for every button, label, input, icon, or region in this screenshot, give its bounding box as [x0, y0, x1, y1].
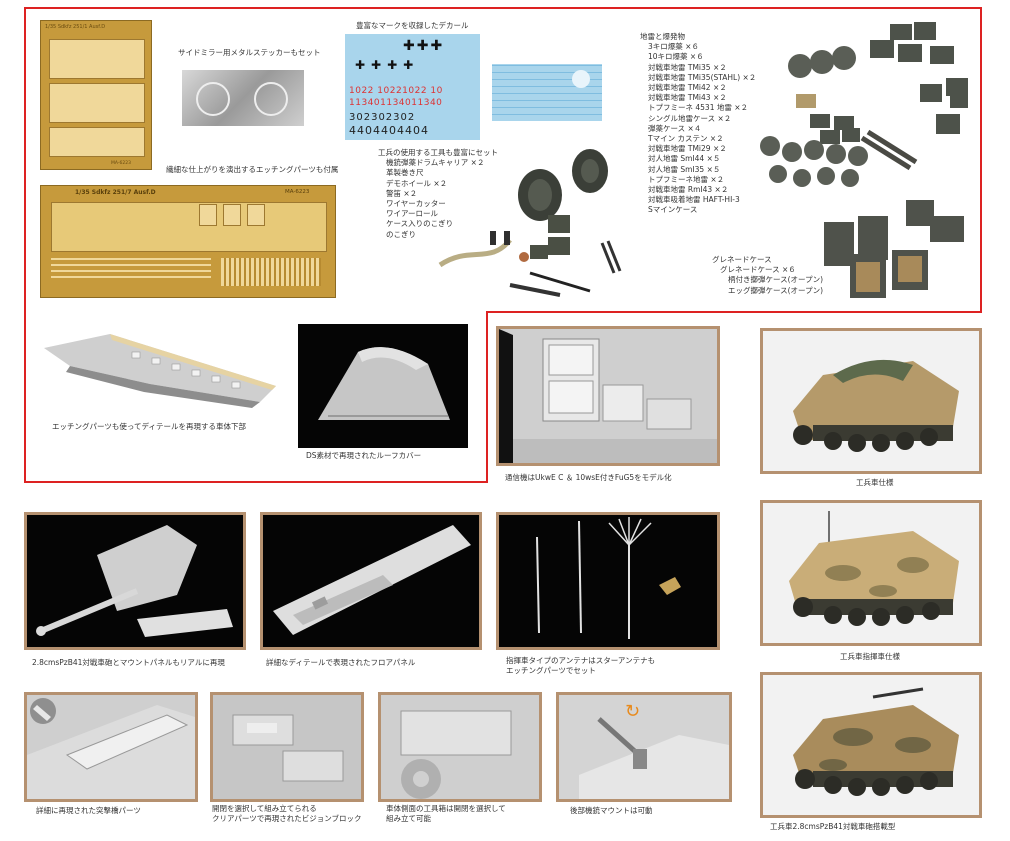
- roof-cover-image: [298, 324, 468, 448]
- vision-block-image: [210, 692, 364, 802]
- toolbox-caption-line: 車体側面の工具箱は開閉を選択して: [386, 804, 506, 813]
- decal-row-3: 302302302: [349, 112, 416, 123]
- tools-item: のこぎり: [386, 229, 416, 239]
- hull-underside-image: [40, 326, 280, 410]
- tools-image: [430, 145, 640, 305]
- mines-item: シングル地雷ケース ×２: [648, 113, 732, 123]
- decal-sheet-main: ✚✚✚ ✚✚✚✚ 1022 10221022 10 11340113401134…: [345, 34, 480, 140]
- hull-caption: エッチングパーツも使ってディテールを再現する車体下部: [52, 422, 246, 431]
- tools-title: 工兵の使用する工具も豊富にセット: [378, 148, 498, 157]
- grenade-item: 柄付き擲弾ケース(オープン): [728, 275, 824, 285]
- antenna-caption-line: エッチングパーツでセット: [506, 666, 596, 675]
- frame-border-step: [486, 311, 982, 313]
- mines-item: Sマインケース: [648, 205, 698, 215]
- tools-item: 革製巻き尺: [386, 168, 424, 178]
- decal-row-1: 1022 10221022 10: [349, 86, 443, 96]
- vision-block-caption-line: 開閉を選択して組み立てられる: [212, 804, 317, 813]
- toolbox-caption: 車体側面の工具箱は開閉を選択して 組み立て可能: [386, 804, 506, 824]
- mines-item: 対人地雷 SmI35 ×５: [648, 164, 721, 174]
- mines-item: 10キロ爆薬 ×６: [648, 52, 704, 62]
- side-mirror-caption: サイドミラー用メタルステッカーもセット: [178, 48, 321, 57]
- tools-list: 工兵の使用する工具も豊富にセット 機銃弾薬ドラムキャリア ×２ 革製巻き尺 デモ…: [378, 148, 498, 240]
- tools-item: 機銃弾薬ドラムキャリア ×２: [386, 158, 485, 168]
- antenna-image: [496, 512, 720, 650]
- version-engineer-caption: 工兵車仕様: [856, 478, 894, 487]
- version-engineer-image: [760, 328, 982, 474]
- etching-note: 繊細な仕上がりを演出するエッチングパーツも付属: [166, 165, 339, 174]
- tools-item: デモホイール ×２: [386, 178, 448, 188]
- mines-image: [750, 18, 975, 218]
- mines-title: 地雷と爆発物: [640, 32, 685, 41]
- decal-row-2: 113401134011340: [349, 98, 443, 108]
- mines-item: 対戦車地雷 RmI43 ×２: [648, 185, 729, 195]
- antenna-caption: 指揮車タイプのアンテナはスターアンテナも エッチングパーツでセット: [506, 656, 655, 676]
- mines-item: 弾薬ケース ×４: [648, 123, 702, 133]
- decal-sheet-small: [492, 64, 602, 121]
- vision-block-caption-line: クリアパーツで再現されたビジョンブロック: [212, 814, 362, 823]
- mg-mount-image: ↻: [556, 692, 732, 802]
- mines-item: Tマイン カステン ×２: [648, 134, 724, 144]
- etch-small-label: 1/35 Sdkfz 251/1 Ausf.D: [45, 24, 106, 30]
- mines-item: 対人地雷 SmI44 ×５: [648, 154, 721, 164]
- mines-item: 対戦車地雷 TMi35(STAHL) ×２: [648, 72, 757, 82]
- pzb41-gun-image: [24, 512, 246, 650]
- mines-item: 対戦車地雷 TMi43 ×２: [648, 93, 727, 103]
- toolbox-image: [378, 692, 542, 802]
- frame-border-step-v: [486, 311, 488, 483]
- mines-item: 対戦車地雷 TMi29 ×２: [648, 144, 727, 154]
- radio-image: [496, 326, 720, 466]
- version-command-caption: 工兵車指揮車仕様: [840, 652, 900, 661]
- radio-caption: 通信機はUkwE C ＆ 10wsE付きFuG5をモデル化: [505, 473, 672, 482]
- mg-mount-caption: 後部機銃マウントは可動: [570, 806, 653, 815]
- tools-item: 警笛 ×２: [386, 188, 418, 198]
- tools-item: ワイアーロール: [386, 209, 439, 219]
- grenade-title: グレネードケース: [712, 255, 772, 264]
- rotate-arrow-icon: ↻: [625, 701, 641, 722]
- assault-bridge-image: [24, 692, 198, 802]
- etch-small-code: MA-6223: [111, 161, 131, 166]
- vision-block-caption: 開閉を選択して組み立てられる クリアパーツで再現されたビジョンブロック: [212, 804, 361, 824]
- mines-item: 3キロ爆薬 ×６: [648, 42, 699, 52]
- tools-item: ワイヤーカッター: [386, 199, 446, 209]
- roof-caption: DS素材で再現されたルーフカバー: [306, 451, 422, 460]
- version-command-image: [760, 500, 982, 646]
- etch-sheet-large: 1/35 Sdkfz 251/7 Ausf.D MA-6223: [40, 185, 336, 298]
- floor-panel-caption: 詳細なディテールで表現されたフロアパネル: [266, 658, 416, 667]
- assault-bridge-caption: 詳細に再現された突撃橋パーツ: [36, 806, 141, 815]
- etch-large-label: 1/35 Sdkfz 251/7 Ausf.D: [75, 189, 156, 196]
- decal-caption: 豊富なマークを収録したデカール: [356, 21, 469, 30]
- mines-item: トプフミーネ 4531 地雷 ×２: [648, 103, 749, 113]
- pzb41-gun-caption: 2.8cmsPzB41対戦車砲とマウントパネルもリアルに再現: [32, 658, 225, 667]
- decal-row-4: 4404404404: [349, 124, 429, 137]
- grenade-image: [820, 194, 970, 302]
- etch-sheet-small: 1/35 Sdkfz 251/1 Ausf.D MA-6223: [40, 20, 152, 170]
- grenade-item: エッグ擲弾ケース(オープン): [728, 285, 824, 295]
- mines-item: 対戦車地雷 TMi42 ×２: [648, 83, 727, 93]
- mines-item: 対戦車吸着地雷 HAFT-HI-3: [648, 195, 740, 205]
- etch-large-code: MA-6223: [285, 189, 310, 195]
- grenade-list: グレネードケース グレネードケース ×６ 柄付き擲弾ケース(オープン) エッグ擲…: [712, 255, 823, 296]
- floor-panel-image: [260, 512, 482, 650]
- mines-list: 地雷と爆発物 3キロ爆薬 ×６ 10キロ爆薬 ×６ 対戦車地雷 TMi35 ×２…: [640, 32, 756, 216]
- antenna-caption-line: 指揮車タイプのアンテナはスターアンテナも: [506, 656, 656, 665]
- mines-item: 対戦車地雷 TMi35 ×２: [648, 62, 727, 72]
- version-pzb41-image: [760, 672, 982, 818]
- grenade-item: グレネードケース ×６: [720, 265, 796, 275]
- mirror-sticker-image: [182, 70, 304, 126]
- version-pzb41-caption: 工兵車2.8cmsPzB41対戦車砲搭載型: [770, 822, 896, 831]
- toolbox-caption-line: 組み立て可能: [386, 814, 431, 823]
- tools-item: ケース入りのこぎり: [386, 219, 454, 229]
- mines-item: トプフミーネ地雷 ×２: [648, 174, 725, 184]
